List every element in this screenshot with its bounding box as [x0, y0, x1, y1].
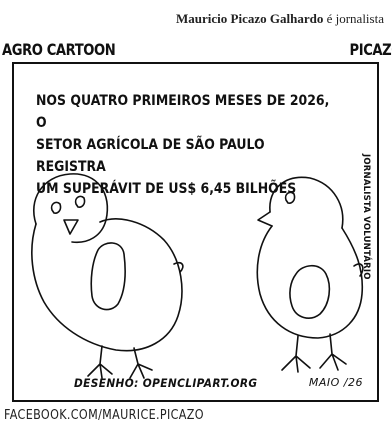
headline-line-1: NOS QUATRO PRIMEIROS MESES DE 2026, O: [36, 93, 330, 131]
panel-side-text: JORNALISTA VOLUNTÁRIO: [361, 154, 371, 280]
headline-line-2: SETOR AGRÍCOLA DE SÃO PAULO REGISTRA: [36, 137, 265, 175]
author-byline: Mauricio Picazo Galhardo é jornalista: [176, 11, 384, 27]
cartoon-panel: NOS QUATRO PRIMEIROS MESES DE 2026, O SE…: [12, 62, 379, 402]
author-name: Mauricio Picazo Galhardo: [176, 11, 324, 26]
right-chick-drawing: [256, 176, 364, 373]
panel-headline: NOS QUATRO PRIMEIROS MESES DE 2026, O SE…: [36, 90, 337, 200]
headline-line-3: UM SUPERÁVIT DE US$ 6,45 BILHÕES: [36, 181, 297, 197]
strip-title: AGRO CARTOON: [2, 40, 116, 59]
chicks-illustration: [31, 173, 364, 379]
drawing-credit: DESENHO: OPENCLIPART.ORG: [74, 376, 258, 390]
strip-author-label: PICAZO: [349, 40, 392, 59]
author-role: é jornalista: [326, 11, 384, 26]
facebook-link[interactable]: FACEBOOK.COM/MAURICE.PICAZO: [4, 408, 204, 423]
left-chick-drawing: [31, 173, 184, 379]
cartoon-date: MAIO /26: [308, 376, 363, 389]
